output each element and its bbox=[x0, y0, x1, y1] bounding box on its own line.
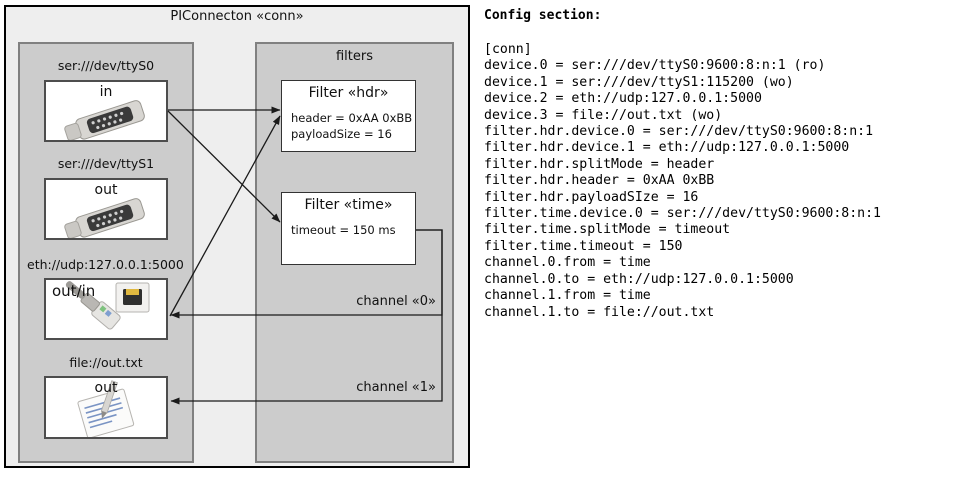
filter-box-time[interactable]: Filter «time» timeout = 150 ms bbox=[281, 192, 416, 265]
channel-label-1: channel «1» bbox=[356, 380, 436, 395]
page-title: PIConnecton «conn» bbox=[170, 9, 304, 24]
device-label-out-file: out bbox=[94, 380, 118, 396]
ethernet-plug-icon bbox=[46, 280, 166, 338]
device-caption-ttyS0: ser:///dev/ttyS0 bbox=[57, 58, 155, 73]
filter-props-time: timeout = 150 ms bbox=[291, 222, 396, 238]
device-box-ttyS0[interactable]: in bbox=[44, 80, 168, 142]
config-lines: [conn] device.0 = ser:///dev/ttyS0:9600:… bbox=[484, 42, 881, 320]
channel-label-0: channel «0» bbox=[356, 294, 436, 309]
serial-port-icon bbox=[46, 82, 166, 140]
filter-box-hdr[interactable]: Filter «hdr» header = 0xAA 0xBB payloadS… bbox=[281, 80, 416, 152]
device-caption-eth: eth://udp:127.0.0.1:5000 bbox=[27, 257, 184, 272]
device-caption-ttyS1: ser:///dev/ttyS1 bbox=[57, 156, 155, 171]
filter-prop: timeout = 150 ms bbox=[291, 223, 396, 237]
device-box-eth[interactable]: out/in bbox=[44, 278, 168, 340]
device-caption-file: file://out.txt bbox=[69, 355, 143, 370]
filter-props-hdr: header = 0xAA 0xBB payloadSize = 16 bbox=[291, 110, 412, 142]
text-document-icon bbox=[46, 378, 166, 437]
filter-title-hdr: Filter «hdr» bbox=[308, 85, 389, 101]
device-label-out: out bbox=[94, 182, 118, 198]
serial-port-icon bbox=[46, 180, 166, 238]
filter-prop: payloadSize = 16 bbox=[291, 127, 392, 141]
device-box-ttyS1[interactable]: out bbox=[44, 178, 168, 240]
device-label-out-in: out/in bbox=[52, 282, 96, 300]
config-section: Config section: [conn] device.0 = ser://… bbox=[482, 0, 964, 484]
architecture-diagram: PIConnecton «conn» ser:///dev/ttyS0 bbox=[0, 0, 478, 484]
filter-prop: header = 0xAA 0xBB bbox=[291, 111, 413, 125]
config-heading: Config section: bbox=[484, 8, 602, 23]
device-box-file[interactable]: out bbox=[44, 376, 168, 439]
filter-title-time: Filter «time» bbox=[304, 197, 393, 213]
device-label-in: in bbox=[99, 84, 113, 100]
filters-panel-title: filters bbox=[335, 49, 373, 64]
